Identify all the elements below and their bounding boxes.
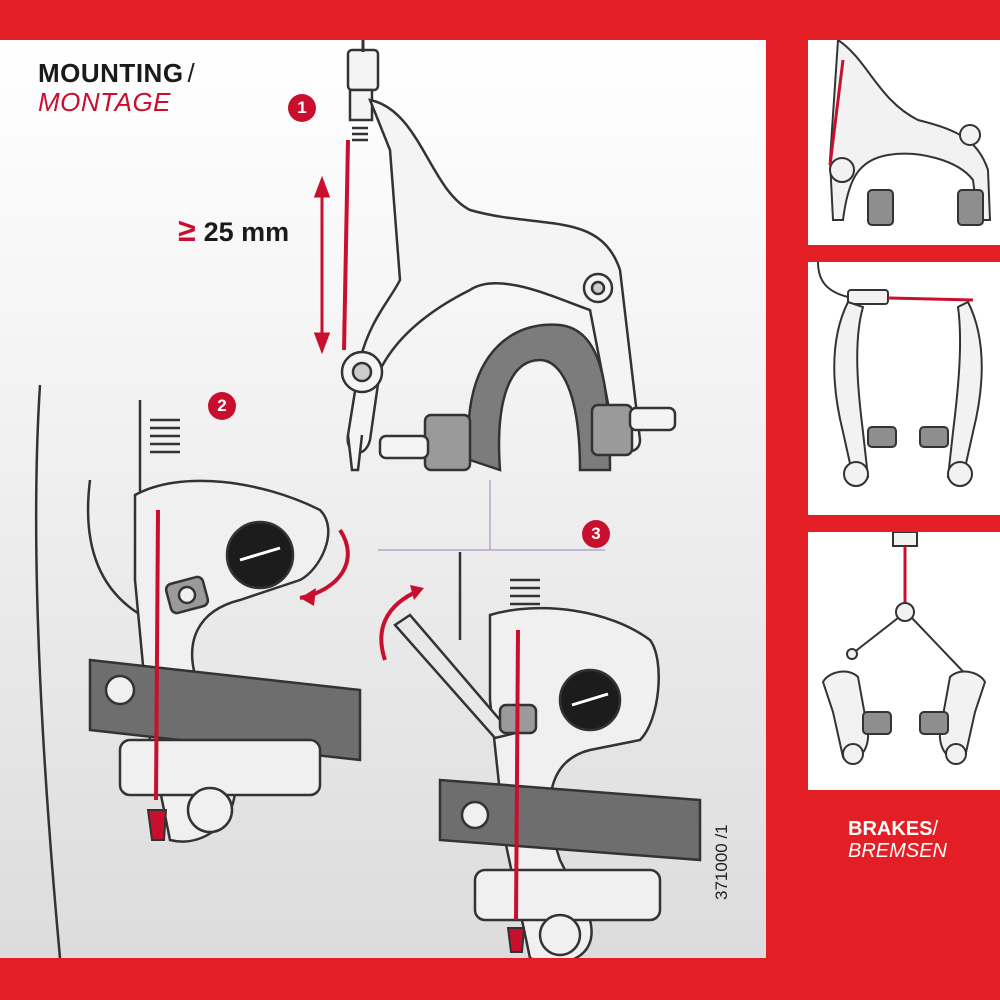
step1-brake-cable bbox=[342, 139, 350, 351]
step-marker-2: 2 bbox=[208, 392, 236, 420]
frame-outline bbox=[86, 479, 151, 622]
brakes-caption: BRAKES/ BREMSEN bbox=[848, 818, 947, 862]
heading-german: MONTAGE bbox=[38, 87, 172, 117]
heading-slash: / bbox=[187, 58, 195, 88]
step2-pad-bolt bbox=[186, 786, 234, 834]
step2-brake-closeup bbox=[34, 384, 362, 958]
right-pad-holder bbox=[628, 406, 677, 432]
cantilever-brake-icon bbox=[821, 532, 987, 765]
greater-equal-symbol: ≥ bbox=[178, 212, 196, 248]
min-length-label: ≥25 mm bbox=[178, 212, 289, 249]
caliper-pivot-center bbox=[590, 280, 606, 296]
length-value: 25 mm bbox=[203, 217, 290, 247]
thumbnail-v-brake bbox=[808, 262, 1000, 515]
thumbnail-cantilever-brake bbox=[808, 532, 1000, 790]
right-brake-pad bbox=[590, 403, 634, 457]
step2-hex-nut bbox=[104, 674, 136, 706]
caption-english: BRAKES bbox=[848, 818, 933, 840]
cable-clamp-center bbox=[351, 361, 373, 383]
step2-cable-end bbox=[146, 809, 168, 841]
mounting-instruction-panel: MOUNTING/ MONTAGE bbox=[0, 40, 766, 958]
v-brake-icon bbox=[817, 262, 983, 487]
mounting-heading: MOUNTING/ MONTAGE bbox=[38, 60, 195, 115]
step2-arrowhead bbox=[300, 588, 316, 606]
step3-cable-end bbox=[506, 927, 526, 953]
step-marker-3: 3 bbox=[582, 520, 610, 548]
caption-slash: / bbox=[932, 818, 939, 840]
step3-pad-bolt bbox=[538, 913, 582, 957]
step3-tire bbox=[438, 778, 702, 862]
cable-end-cap bbox=[346, 434, 364, 472]
step2-brake-cable bbox=[154, 509, 160, 801]
wheel-tire bbox=[467, 323, 612, 472]
step3-rotation-arrow bbox=[379, 588, 421, 661]
left-pad-holder bbox=[378, 434, 430, 460]
step3-brake-closeup bbox=[393, 552, 702, 958]
step3-brake-cable bbox=[514, 629, 520, 921]
step3-knob-slot bbox=[571, 692, 609, 707]
step3-spring bbox=[510, 578, 540, 606]
barrel-adjuster bbox=[348, 88, 374, 122]
cable-housing-ferrule bbox=[346, 48, 380, 92]
length-measurement-arrow bbox=[313, 175, 331, 355]
part-number: 371000 /1 bbox=[712, 824, 731, 900]
step2-clamp-bolt bbox=[177, 585, 197, 605]
thumbnail-caliper-brake bbox=[808, 40, 1000, 245]
heading-english: MOUNTING bbox=[38, 58, 184, 88]
fork-outline bbox=[34, 384, 62, 958]
step1-caliper-brake bbox=[340, 40, 677, 472]
step3-hex-nut bbox=[460, 800, 490, 830]
caption-german: BREMSEN bbox=[848, 840, 947, 862]
step2-spring bbox=[150, 418, 180, 454]
caliper-brake-icon bbox=[828, 40, 992, 226]
cable-spring bbox=[352, 126, 368, 142]
step2-knob-slot bbox=[239, 546, 281, 562]
step3-brake-pad bbox=[473, 868, 662, 922]
step2-brake-pad bbox=[118, 738, 322, 797]
brake-mounting-drawing bbox=[34, 40, 702, 958]
left-brake-pad bbox=[423, 413, 472, 472]
step3-arrowhead bbox=[410, 585, 424, 600]
step-marker-1: 1 bbox=[288, 94, 316, 122]
